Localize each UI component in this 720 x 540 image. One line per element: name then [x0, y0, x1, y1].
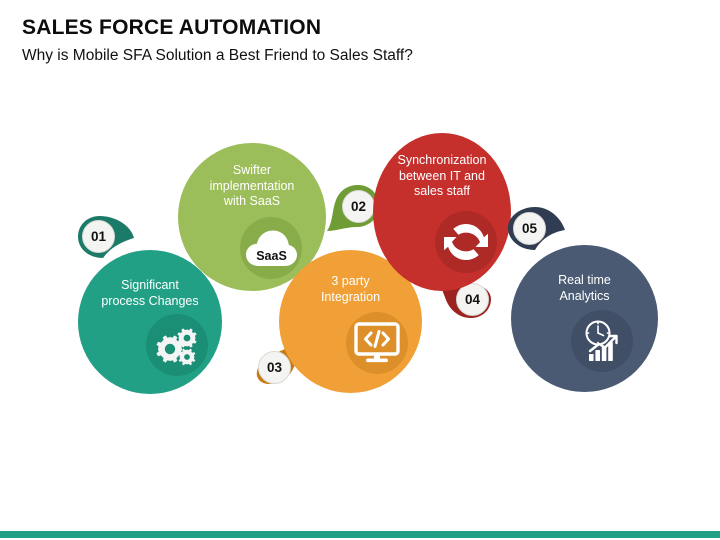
bubble-05-label: Real time Analytics: [558, 273, 611, 303]
bubble-04-label: Synchronization between IT and sales sta…: [397, 153, 487, 199]
page-title: SALES FORCE AUTOMATION: [22, 16, 322, 39]
badge-03[interactable]: 03: [252, 333, 314, 385]
badge-02[interactable]: 02: [322, 182, 384, 234]
badge-01[interactable]: 01: [74, 212, 136, 264]
clock-chart-icon: [571, 310, 633, 372]
code-monitor-icon: [346, 312, 408, 374]
bubble-04[interactable]: Synchronization between IT and sales sta…: [373, 133, 511, 291]
badge-02-number: 02: [342, 190, 375, 223]
bubble-02-label: Swifter implementation with SaaS: [209, 163, 295, 209]
footer-accent-bar: [0, 531, 720, 538]
bubble-03-label: 3 party Integration: [320, 274, 381, 304]
badge-05[interactable]: 05: [505, 204, 567, 256]
bubble-05[interactable]: Real time Analytics: [511, 245, 658, 392]
badge-04-number: 04: [456, 283, 489, 316]
gears-icon: [146, 314, 208, 376]
sync-icon: [435, 211, 497, 273]
badge-01-number: 01: [82, 220, 115, 253]
badge-03-number: 03: [258, 351, 291, 384]
cloud-icon-text: SaaS: [256, 249, 287, 263]
page-subtitle: Why is Mobile SFA Solution a Best Friend…: [22, 47, 413, 65]
bubble-01-label: Significant process Changes: [101, 278, 199, 308]
badge-05-number: 05: [513, 212, 546, 245]
header: SALES FORCE AUTOMATION Why is Mobile SFA…: [22, 16, 702, 65]
bubble-01[interactable]: Significant process Changes: [78, 250, 222, 394]
cloud-saas-icon: SaaS: [240, 217, 302, 279]
